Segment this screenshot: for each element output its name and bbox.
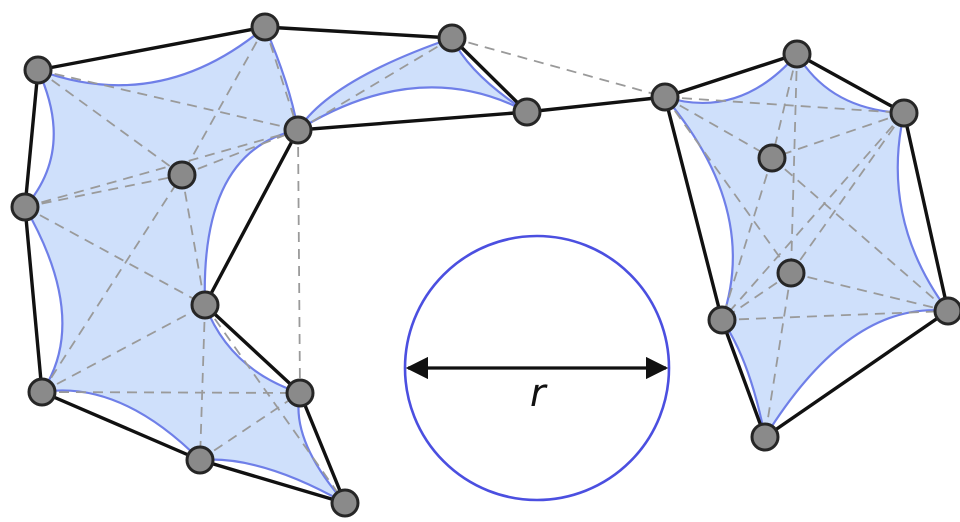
radius-label: r [530,371,548,415]
node [512,97,542,127]
node [437,23,467,53]
node [167,160,197,190]
solid-edges [23,25,950,505]
node [330,488,360,518]
node [757,143,787,173]
node [10,192,40,222]
radius-circle [403,234,671,502]
node [650,82,680,112]
node [250,12,280,42]
node [185,445,215,475]
node [27,377,57,407]
top-shaded-region [297,36,528,131]
node [707,305,737,335]
node [782,39,812,69]
dashed-triangulation [24,26,949,504]
node [283,115,313,145]
node [190,290,220,320]
nodes [10,12,960,518]
node [23,55,53,85]
node [933,296,960,326]
node [750,422,780,452]
node [776,258,806,288]
node [285,378,315,408]
left-shaded-region [23,25,346,504]
node [889,98,919,128]
